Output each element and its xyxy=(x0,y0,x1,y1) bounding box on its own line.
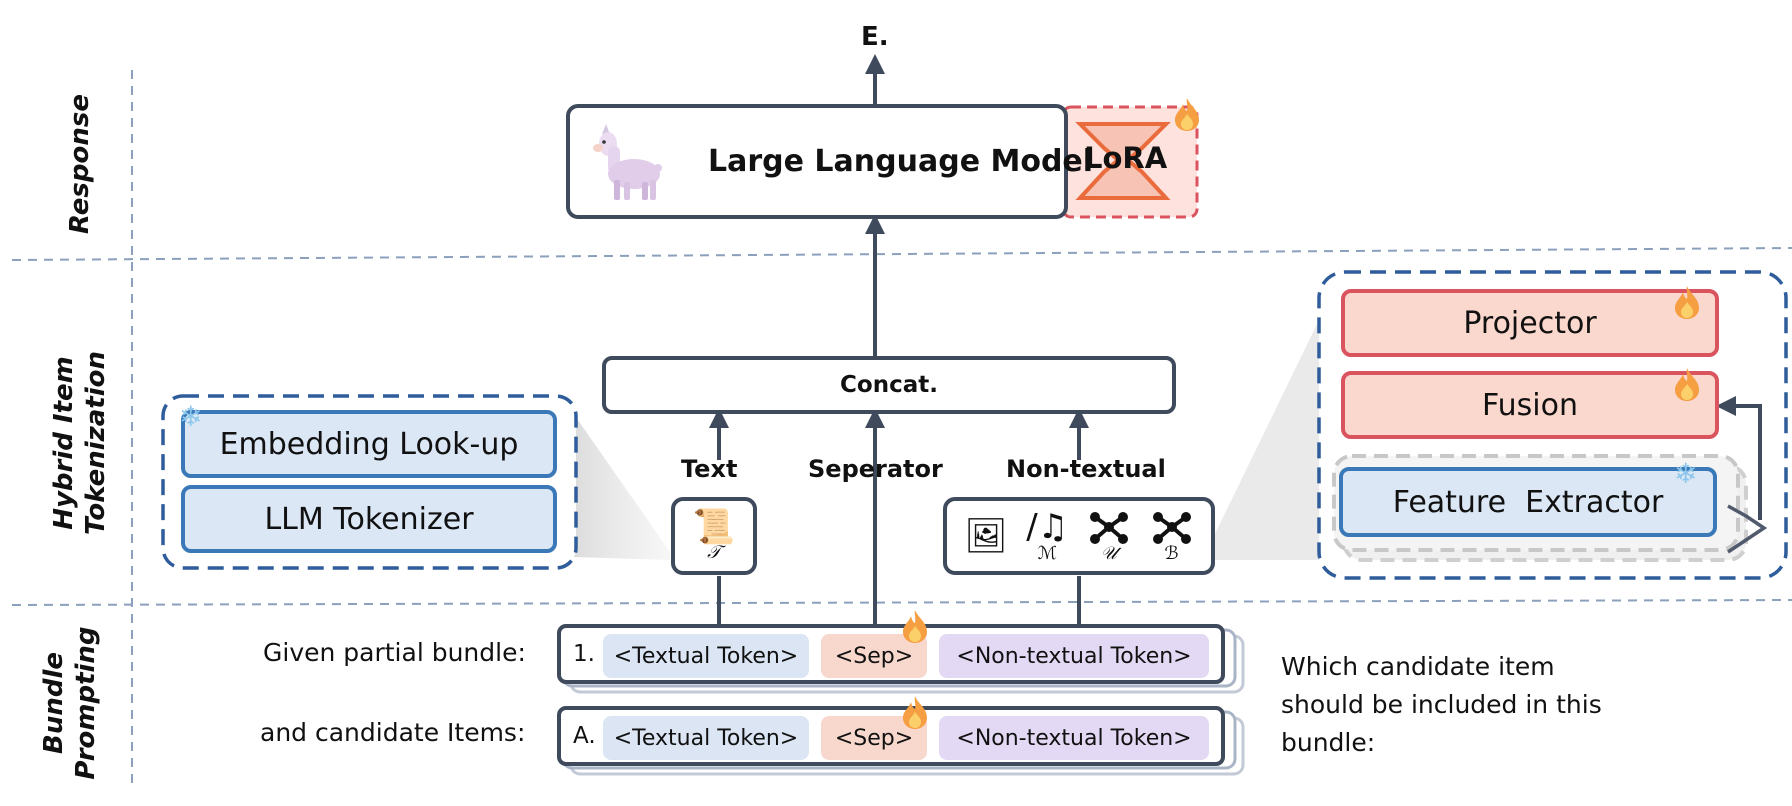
llama-icon xyxy=(586,122,672,202)
row-index: A. xyxy=(573,723,596,749)
feature-extractor-box[interactable]: Feature Extractor xyxy=(1339,467,1717,537)
lora-label: LoRA xyxy=(1084,141,1168,175)
nontextual-token-pill: <Non-textual Token> xyxy=(939,716,1209,760)
question-line-1: Which candidate item xyxy=(1281,652,1555,681)
user-symbol: 𝒰 xyxy=(1100,543,1117,564)
projector-fire-icon xyxy=(1672,284,1702,324)
bundle-symbol: ℬ xyxy=(1164,543,1179,564)
question-line-3: bundle: xyxy=(1281,728,1376,757)
user-graph-icon: 𝒰 xyxy=(1087,509,1131,563)
bundle-graph-icon: ℬ xyxy=(1150,509,1194,563)
row-index: 1. xyxy=(573,641,595,667)
text-item-box[interactable]: 📜 𝒯 xyxy=(671,497,757,575)
partial-bundle-label: Given partial bundle: xyxy=(263,638,526,667)
lora-hourglass-icon xyxy=(1075,122,1171,200)
embedding-lookup-label: Embedding Look-up xyxy=(219,426,519,462)
stream-label-nontextual: Non-textual xyxy=(1006,455,1166,483)
textual-token-pill: <Textual Token> xyxy=(603,634,809,678)
question-line-2: should be included in this xyxy=(1281,690,1602,719)
music-icon: /♫ ℳ xyxy=(1026,507,1069,564)
fusion-fire-icon xyxy=(1672,366,1702,406)
music-symbol: ℳ xyxy=(1037,543,1057,564)
stream-label-separator: Seperator xyxy=(808,455,943,483)
text-zoom-wedge xyxy=(573,413,670,560)
concat-box[interactable]: Concat. xyxy=(602,356,1176,414)
prompt-row-candidate[interactable]: A. <Textual Token> <Sep> <Non-textual To… xyxy=(557,706,1225,766)
textual-token-pill: <Textual Token> xyxy=(603,716,809,760)
stream-label-text: Text xyxy=(681,455,738,483)
sep-token-pill: <Sep> xyxy=(821,634,927,678)
feature-extractor-label: Feature Extractor xyxy=(1392,484,1664,520)
frozen-snowflake-icon: ❄ xyxy=(179,400,203,433)
sep-fire-icon-1 xyxy=(900,608,930,648)
concat-label: Concat. xyxy=(840,372,938,398)
extractor-stack-chevron xyxy=(1727,504,1768,554)
nontext-zoom-wedge xyxy=(1212,320,1319,560)
sep-fire-icon-2 xyxy=(900,694,930,734)
fusion-box[interactable]: Fusion xyxy=(1341,371,1719,439)
fusion-label: Fusion xyxy=(1482,387,1578,423)
llm-label: Large Language Model xyxy=(708,144,1094,179)
llm-box[interactable]: Large Language Model xyxy=(566,104,1093,219)
scroll-icon: 📜 xyxy=(692,507,736,547)
question-text: Which candidate item should be included … xyxy=(1281,648,1602,762)
image-icon: 🖼 xyxy=(964,516,1008,556)
section-label-prompting: Bundle Prompting xyxy=(39,626,101,780)
text-symbol: 𝒯 xyxy=(707,542,721,563)
section-label-response: Response xyxy=(65,94,95,234)
candidate-items-label: and candidate Items: xyxy=(260,718,526,747)
extractor-snowflake-icon: ❄ xyxy=(1674,457,1698,490)
projector-box[interactable]: Projector xyxy=(1341,289,1719,357)
lora-fire-icon xyxy=(1172,96,1202,136)
flow-arrows xyxy=(709,54,1762,628)
projector-label: Projector xyxy=(1463,305,1597,341)
nontextual-token-pill: <Non-textual Token> xyxy=(939,634,1209,678)
llm-tokenizer-box[interactable]: LLM Tokenizer xyxy=(181,485,557,553)
prompt-row-partial[interactable]: 1. <Textual Token> <Sep> <Non-textual To… xyxy=(557,624,1225,684)
output-label: E. xyxy=(861,22,889,52)
section-dividers xyxy=(11,70,1792,785)
llm-tokenizer-label: LLM Tokenizer xyxy=(264,501,474,537)
section-label-tokenization: Hybrid Item Tokenization xyxy=(49,350,111,536)
embedding-lookup-box[interactable]: Embedding Look-up xyxy=(181,410,557,478)
nontext-item-box[interactable]: 🖼 /♫ ℳ 𝒰 ℬ xyxy=(943,497,1215,575)
